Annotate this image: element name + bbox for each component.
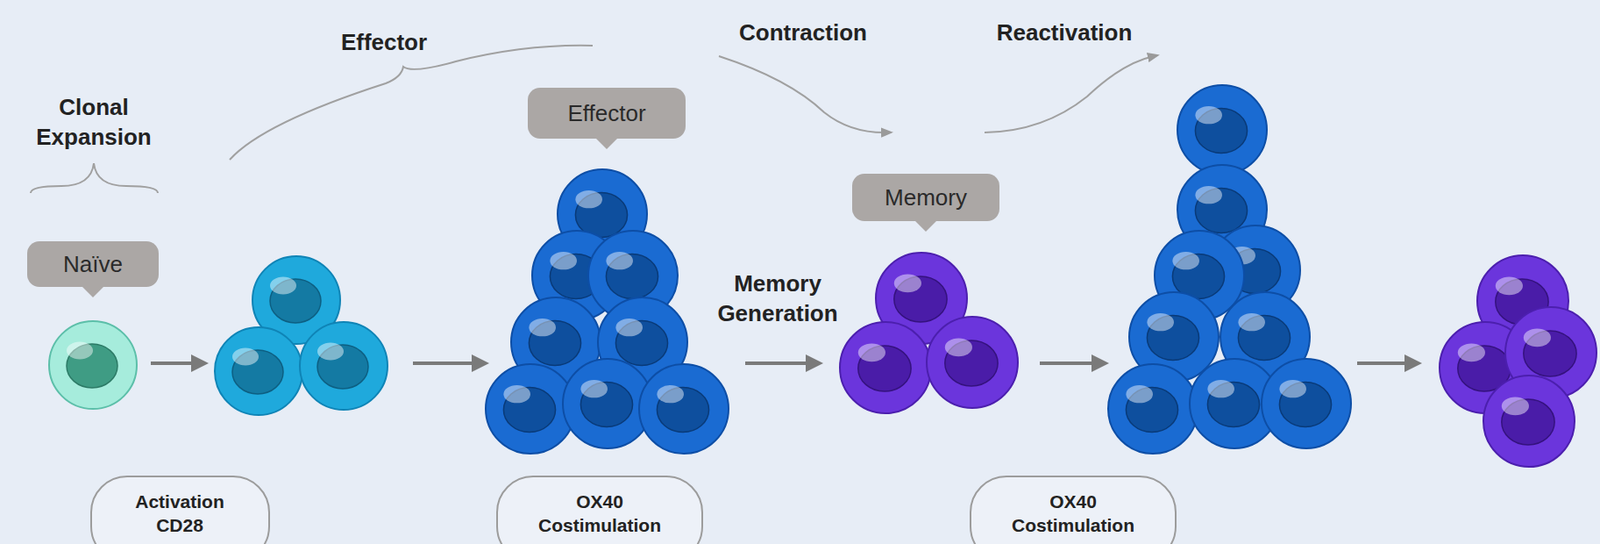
cell	[1177, 85, 1267, 175]
cell	[214, 327, 303, 415]
callout-bubble: Effector	[527, 87, 686, 139]
stage-box: OX40 Costimulation	[496, 475, 704, 544]
cell	[1261, 358, 1352, 448]
bubble-pointer	[914, 220, 938, 232]
stage-box: Activation CD28	[90, 475, 271, 544]
cell	[1483, 375, 1575, 467]
signal-label: Activation CD28	[122, 489, 237, 538]
arrow	[745, 361, 815, 365]
callout-bubble: Naïve	[27, 241, 159, 287]
cell-type-label: Naïve	[63, 250, 123, 278]
bubble-pointer	[81, 285, 105, 298]
cell	[49, 320, 137, 409]
phase-label: Memory Generation	[689, 269, 866, 329]
bubble-pointer	[595, 137, 619, 150]
callout-bubble: Memory	[852, 173, 1000, 221]
cell-type-label: Memory	[884, 184, 968, 212]
signal-label: OX40 Costimulation	[529, 489, 670, 538]
cell	[299, 321, 388, 410]
phase-label: Effector	[341, 28, 427, 58]
curved-arrow	[984, 56, 1154, 133]
stage-box: OX40 Costimulation	[969, 475, 1177, 544]
curved-arrow	[718, 56, 888, 133]
arrow	[150, 361, 200, 365]
arrow	[1039, 361, 1101, 365]
cell	[1108, 363, 1198, 454]
arrow	[1357, 361, 1414, 365]
cell	[839, 321, 932, 413]
cell	[485, 363, 576, 454]
cell	[926, 316, 1018, 408]
phase-label: Clonal Expansion	[10, 92, 178, 153]
phase-label: Contraction	[739, 18, 868, 49]
cell	[639, 363, 729, 454]
bracket	[30, 163, 158, 193]
cell-type-label: Effector	[567, 99, 646, 128]
phase-label: Reactivation	[996, 18, 1133, 49]
arrow	[412, 361, 481, 365]
signal-label: OX40 Costimulation	[1002, 489, 1144, 538]
